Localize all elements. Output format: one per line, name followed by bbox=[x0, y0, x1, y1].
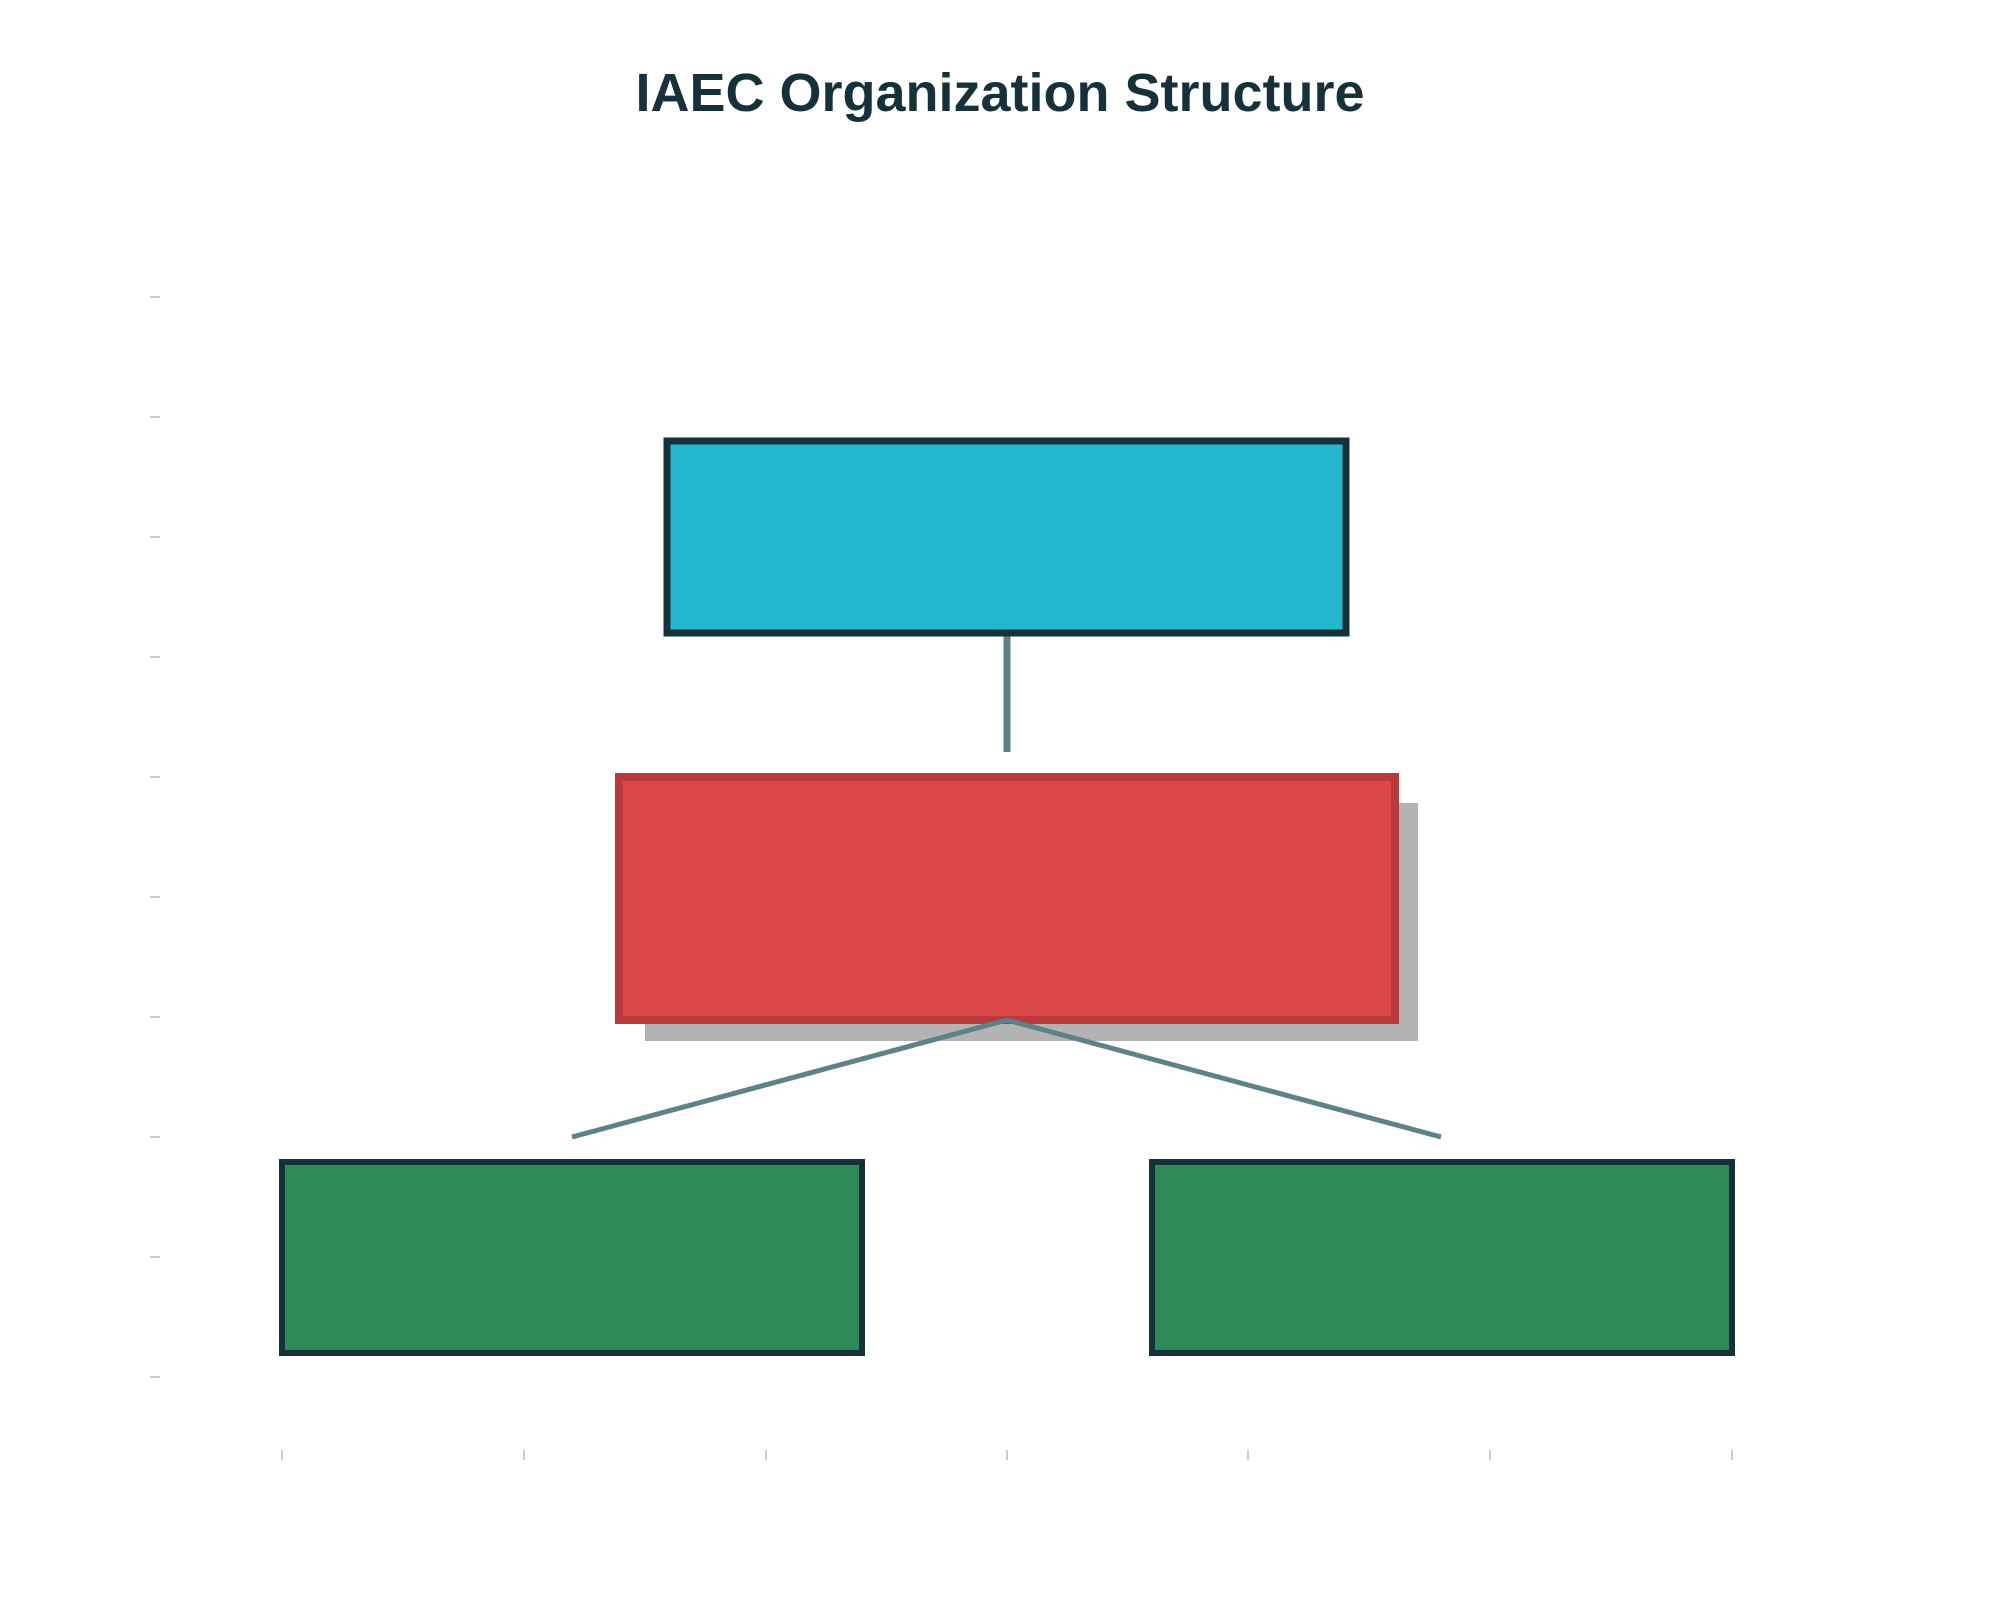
connector-middle-bottom-left bbox=[571, 1017, 1008, 1140]
connector-middle-bottom-right bbox=[1006, 1017, 1442, 1140]
node-middle[interactable] bbox=[615, 773, 1399, 1024]
diagram-title: IAEC Organization Structure bbox=[635, 63, 1365, 123]
node-bottom-right[interactable] bbox=[1149, 1159, 1735, 1356]
x-axis-ticks bbox=[281, 1450, 1733, 1460]
node-top[interactable] bbox=[663, 437, 1350, 637]
node-bottom-left[interactable] bbox=[279, 1159, 865, 1356]
y-axis-ticks bbox=[150, 296, 160, 1378]
